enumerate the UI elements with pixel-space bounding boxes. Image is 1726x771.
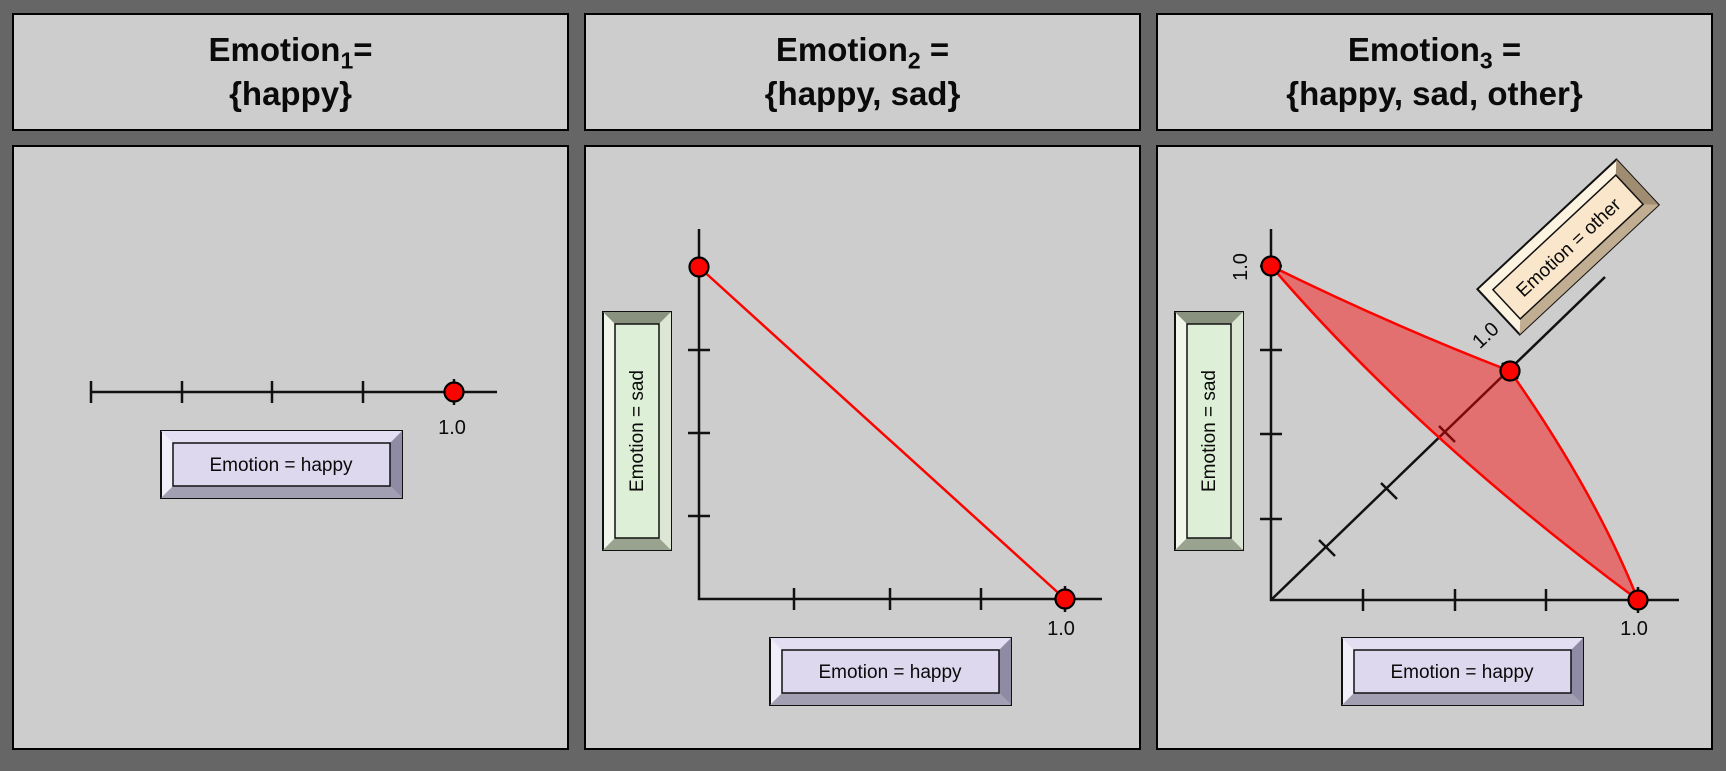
happy-box-bevel-bottom <box>770 693 1011 705</box>
probability-point-sad <box>688 256 710 278</box>
simplex-edge <box>698 266 1066 600</box>
sad-label-box: Emotion = sad <box>1174 311 1244 551</box>
sad-box-bevel-right <box>659 312 671 550</box>
happy-label: Emotion = happy <box>1390 662 1534 683</box>
happy-axis-value: 1.0 <box>1620 618 1648 640</box>
happy-box-face <box>1353 649 1572 694</box>
happy-box-bevel-bottom <box>1342 693 1583 705</box>
happy-label-box: Emotion = happy <box>1341 637 1584 706</box>
panel1-title-set: {happy} <box>229 75 352 112</box>
sad-box-bevel-bottom <box>603 538 671 550</box>
panel3-title-subscript: 3 <box>1479 47 1493 74</box>
panel1-title-base: Emotion <box>208 30 341 68</box>
sad-happy-axes <box>697 229 1102 601</box>
panel3-title-set: {happy, sad, other} <box>1286 75 1583 112</box>
panel1-title-subscript: 1 <box>340 47 354 74</box>
panel2-title-line1: Emotion2 = <box>776 28 949 72</box>
sad-box-bevel-right <box>1231 312 1243 550</box>
happy-box-face <box>172 442 391 487</box>
happy-axis-value: 1.0 <box>1047 618 1075 640</box>
sad-box-bevel-top <box>603 312 671 324</box>
happy-box-bevel-right <box>999 638 1011 705</box>
happy-box-face <box>781 649 1000 694</box>
happy-label: Emotion = happy <box>209 455 353 476</box>
happy-box-bevel-right <box>390 431 402 498</box>
happy-label-box: Emotion = happy <box>769 637 1012 706</box>
panel1-title-eq: = <box>353 30 373 68</box>
sad-label: Emotion = sad <box>1199 370 1220 492</box>
sad-box-face <box>1186 323 1232 539</box>
probability-point-sad <box>1260 255 1282 277</box>
panel2-title-box: Emotion2 = {happy, sad} <box>584 13 1141 131</box>
panel3-title-eq: = <box>1492 30 1522 68</box>
probability-point-other <box>1499 360 1521 382</box>
probability-point-happy <box>1627 589 1649 611</box>
sad-label-box: Emotion = sad <box>602 311 672 551</box>
panel1-title-line1: Emotion1= <box>208 28 372 72</box>
happy-axis-value: 1.0 <box>438 417 466 439</box>
panel3-title-box: Emotion3 = {happy, sad, other} <box>1156 13 1713 131</box>
other-box-bevel-right <box>1615 159 1659 205</box>
panel3-plot-box: 1.0 1.0 1.0 Emotion = sad <box>1156 145 1713 750</box>
happy-label-box: Emotion = happy <box>160 430 403 499</box>
other-label-box: Emotion = other <box>1475 158 1661 336</box>
panel1-title-box: Emotion1= {happy} <box>12 13 569 131</box>
panel-emotion2: Emotion2 = {happy, sad} <box>584 13 1141 750</box>
happy-label: Emotion = happy <box>818 662 962 683</box>
panel2-title-eq: = <box>920 30 950 68</box>
panel2-title-base: Emotion <box>775 30 908 68</box>
happy-box-bevel-top <box>770 638 1011 650</box>
happy-box-bevel-top <box>161 431 402 443</box>
other-box-face <box>1491 174 1645 320</box>
panel2-title-set: {happy, sad} <box>764 75 961 112</box>
simplex-region <box>1270 264 1641 604</box>
sad-box-face <box>614 323 660 539</box>
panel3-title-line1: Emotion3 = <box>1348 28 1521 72</box>
panel2-plot-box: 1.0 Emotion = sad Emotion <box>584 145 1141 750</box>
other-axis-value: 1.0 <box>1468 318 1503 353</box>
sad-axis-value: 1.0 <box>1230 253 1252 281</box>
sad-box-bevel-bottom <box>1175 538 1243 550</box>
panel-emotion3: Emotion3 = {happy, sad, other} <box>1156 13 1713 750</box>
panel2-title-subscript: 2 <box>907 47 921 74</box>
sad-box-bevel-top <box>1175 312 1243 324</box>
sad-label: Emotion = sad <box>627 370 648 492</box>
panel1-plot-box: 1.0 Emotion = happy <box>12 145 569 750</box>
panel3-plot: 1.0 1.0 1.0 Emotion = sad <box>1174 158 1679 706</box>
other-box-bevel-bottom <box>1519 204 1659 335</box>
panel2-plot: 1.0 Emotion = sad Emotion <box>602 229 1102 706</box>
panel3-title-base: Emotion <box>1347 30 1480 68</box>
sad-axis-ticks <box>688 348 710 518</box>
panel-emotion1: Emotion1= {happy} 1.0 <box>12 13 569 750</box>
probability-point-happy <box>443 381 465 403</box>
happy-box-bevel-right <box>1571 638 1583 705</box>
probability-point-happy <box>1054 588 1076 610</box>
happy-box-bevel-top <box>1342 638 1583 650</box>
happy-box-bevel-bottom <box>161 486 402 498</box>
panel1-plot: 1.0 Emotion = happy <box>89 379 497 499</box>
